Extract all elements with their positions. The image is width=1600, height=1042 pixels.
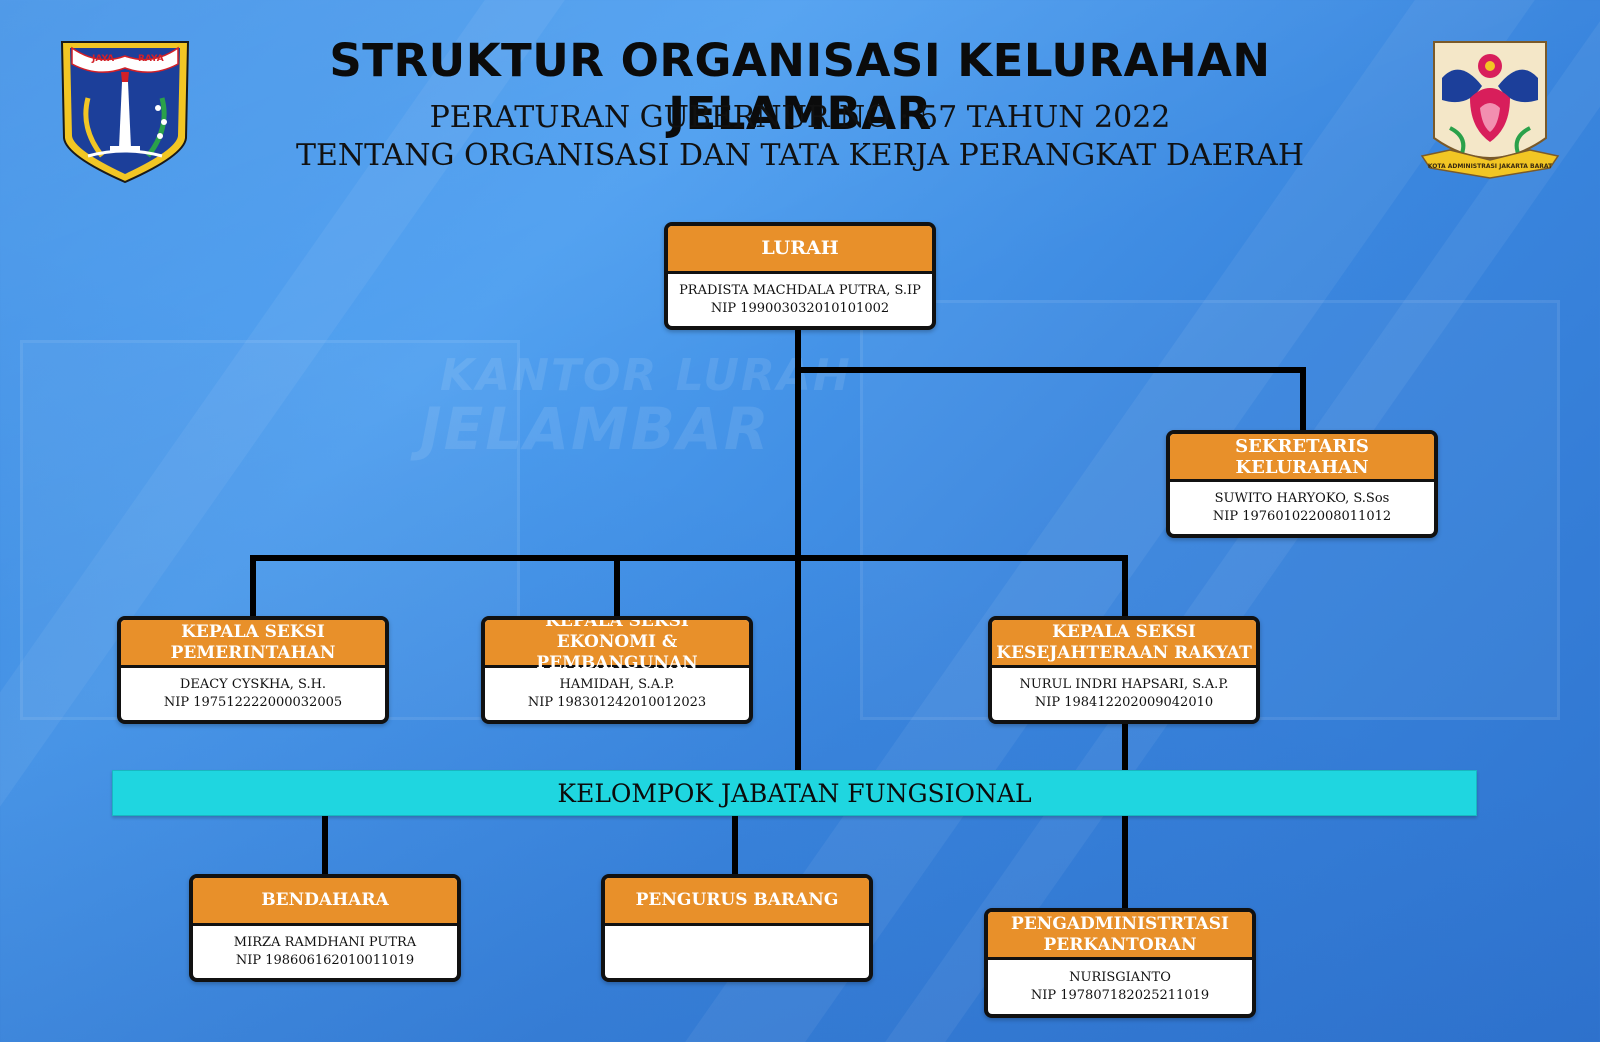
sekretaris-role: SEKRETARIS KELURAHAN — [1235, 435, 1369, 478]
sekretaris-header: SEKRETARIS KELURAHAN — [1170, 434, 1434, 482]
pengadministrasi-box: PENGADMINISTRTASI PERKANTORAN NURISGIANT… — [984, 908, 1256, 1018]
connector-pengurus — [732, 814, 738, 876]
sekretaris-box: SEKRETARIS KELURAHAN SUWITO HARYOKO, S.S… — [1166, 430, 1438, 538]
pengadministrasi-nip: NIP 197807182025211019 — [1030, 988, 1210, 1003]
lurah-header: LURAH — [668, 226, 932, 274]
connector-sekretaris-vertical — [1300, 367, 1306, 431]
sekretaris-nip: NIP 197601022008011012 — [1212, 509, 1392, 524]
pengurus-barang-role: PENGURUS BARANG — [635, 890, 839, 910]
kasi-kesra-header: KEPALA SEKSI KESEJAHTERAAN RAKYAT — [992, 620, 1256, 668]
kasi-kesra-unit: KESEJAHTERAAN RAKYAT — [996, 642, 1252, 663]
connector-seksi-horizontal — [250, 555, 1128, 561]
lurah-body: PRADISTA MACHDALA PUTRA, S.IP NIP 199003… — [668, 274, 932, 326]
kasi-kesra-name: NURUL INDRI HAPSARI, S.A.P. — [1019, 677, 1229, 692]
sekretaris-body: SUWITO HARYOKO, S.Sos NIP 19760102200801… — [1170, 482, 1434, 534]
kasi-ekonomi-name: HAMIDAH, S.A.P. — [559, 677, 675, 692]
pengadministrasi-role: PENGADMINISTRTASI — [1011, 913, 1229, 934]
lurah-name: PRADISTA MACHDALA PUTRA, S.IP — [679, 283, 921, 298]
connector-ekonomi-vertical — [614, 555, 620, 617]
connector-lurah-trunk — [795, 328, 801, 772]
jakarta-coat-of-arms-icon: JAYA RAYA — [60, 41, 190, 184]
kasi-kesra-box: KEPALA SEKSI KESEJAHTERAAN RAKYAT NURUL … — [988, 616, 1260, 724]
bendahara-name: MIRZA RAMDHANI PUTRA — [233, 935, 417, 950]
connector-pemerintahan-vertical — [250, 555, 256, 617]
regulation-subtitle: PERATURAN GUBERNUR NO : 57 TAHUN 2022 — [429, 100, 1171, 135]
kasi-pemerintahan-unit: PEMERINTAHAN — [170, 642, 336, 663]
kasi-ekonomi-nip: NIP 198301242010012023 — [527, 695, 707, 710]
kasi-pemerintahan-name: DEACY CYSKHA, S.H. — [179, 677, 327, 692]
bendahara-body: MIRZA RAMDHANI PUTRA NIP 198606162010011… — [193, 926, 457, 978]
pengadministrasi-body: NURISGIANTO NIP 197807182025211019 — [988, 960, 1252, 1014]
pengurus-barang-body — [605, 926, 869, 978]
connector-sekretaris-horizontal — [795, 367, 1306, 373]
kasi-kesra-body: NURUL INDRI HAPSARI, S.A.P. NIP 19841220… — [992, 668, 1256, 720]
bendahara-role: BENDAHARA — [261, 890, 389, 910]
pengurus-barang-header: PENGURUS BARANG — [605, 878, 869, 926]
lurah-nip: NIP 199003032010101002 — [710, 301, 890, 316]
band-label: KELOMPOK JABATAN FUNGSIONAL — [557, 778, 1032, 808]
kasi-ekonomi-unit: EKONOMI & PEMBANGUNAN — [536, 632, 698, 673]
kasi-pemerintahan-header: KEPALA SEKSI PEMERINTAHAN — [121, 620, 385, 668]
pengadministrasi-header: PENGADMINISTRTASI PERKANTORAN — [988, 912, 1252, 960]
connector-pengadministrasi — [1122, 814, 1128, 910]
pengadministrasi-name: NURISGIANTO — [1069, 970, 1171, 985]
kasi-ekonomi-body: HAMIDAH, S.A.P. NIP 198301242010012023 — [485, 668, 749, 720]
kasi-pemerintahan-nip: NIP 197512222000032005 — [163, 695, 343, 710]
pengurus-barang-box: PENGURUS BARANG — [601, 874, 873, 982]
connector-bendahara — [322, 814, 328, 876]
page-title: STRUKTUR ORGANISASI KELURAHAN JELAMBAR — [329, 34, 1271, 140]
background-sign-text: JELAMBAR — [420, 395, 771, 463]
kasi-pemerintahan-body: DEACY CYSKHA, S.H. NIP 19751222200003200… — [121, 668, 385, 720]
kasi-pemerintahan-box: KEPALA SEKSI PEMERINTAHAN DEACY CYSKHA, … — [117, 616, 389, 724]
emblem-ribbon-text: KOTA ADMINISTRASI JAKARTA BARAT — [1428, 163, 1553, 170]
pengadministrasi-unit: PERKANTORAN — [1043, 934, 1197, 955]
kasi-ekonomi-role: KEPALA SEKSI — [545, 616, 689, 631]
bendahara-box: BENDAHARA MIRZA RAMDHANI PUTRA NIP 19860… — [189, 874, 461, 982]
ribbon-right-text: RAYA — [138, 54, 164, 64]
connector-kesra-band — [1122, 722, 1128, 772]
kasi-pemerintahan-role: KEPALA SEKSI — [181, 621, 325, 642]
sekretaris-name: SUWITO HARYOKO, S.Sos — [1214, 491, 1390, 506]
regulation-description: TENTANG ORGANISASI DAN TATA KERJA PERANG… — [296, 138, 1304, 173]
kasi-kesra-role: KEPALA SEKSI — [1052, 621, 1196, 642]
kelompok-jabatan-fungsional-band: KELOMPOK JABATAN FUNGSIONAL — [112, 770, 1477, 816]
background-sign-text: KANTOR LURAH — [440, 350, 852, 401]
jakarta-barat-emblem-icon: KOTA ADMINISTRASI JAKARTA BARAT — [1420, 41, 1560, 179]
kasi-kesra-nip: NIP 198412202009042010 — [1034, 695, 1214, 710]
kasi-ekonomi-header: KEPALA SEKSI EKONOMI & PEMBANGUNAN — [485, 620, 749, 673]
connector-kesra-vertical — [1122, 555, 1128, 617]
lurah-box: LURAH PRADISTA MACHDALA PUTRA, S.IP NIP … — [664, 222, 936, 330]
bendahara-header: BENDAHARA — [193, 878, 457, 926]
ribbon-left-text: JAYA — [91, 54, 114, 64]
bendahara-nip: NIP 198606162010011019 — [235, 953, 415, 968]
kasi-ekonomi-box: KEPALA SEKSI EKONOMI & PEMBANGUNAN HAMID… — [481, 616, 753, 724]
lurah-role: LURAH — [761, 237, 839, 259]
